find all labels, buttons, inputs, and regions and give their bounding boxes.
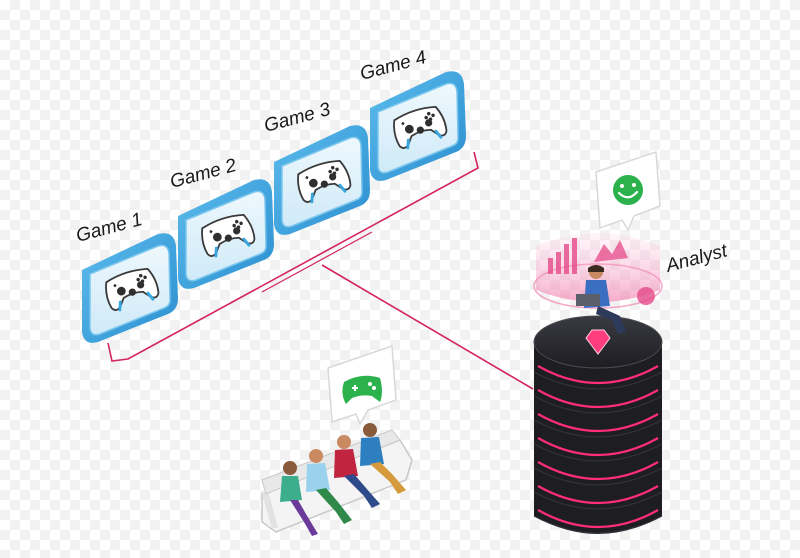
connector-lines xyxy=(107,151,534,390)
player xyxy=(360,423,406,494)
analyst-person xyxy=(576,265,626,334)
player xyxy=(280,461,318,536)
analyst-bubble xyxy=(595,150,661,232)
ruby-gem-icon xyxy=(585,329,611,355)
game-tiles xyxy=(82,71,466,343)
server-glow-line xyxy=(537,437,659,457)
server-glow-line xyxy=(537,365,659,385)
game-tile xyxy=(274,125,370,235)
players-bubble xyxy=(327,344,397,426)
games-bracket-line xyxy=(107,151,479,362)
hologram-line-chart xyxy=(594,240,628,262)
game-label: Game 4 xyxy=(358,47,429,85)
server-glow-line xyxy=(537,485,659,505)
server-stack xyxy=(533,315,663,534)
smiley-icon xyxy=(613,175,643,205)
bracket-highlight-line xyxy=(261,231,373,293)
analyst-label: Analyst xyxy=(663,240,730,277)
server-glow-line xyxy=(537,461,659,481)
analyst-hologram xyxy=(533,150,663,334)
game-label: Game 3 xyxy=(262,99,333,137)
game-tile xyxy=(370,71,466,181)
server-glow-line xyxy=(537,389,659,409)
server-glow-line xyxy=(537,509,659,529)
game-label: Game 1 xyxy=(74,209,145,247)
game-tile xyxy=(82,233,178,343)
hologram-bar-chart xyxy=(548,238,577,274)
player xyxy=(334,435,380,508)
player xyxy=(306,449,352,524)
gamepad-icon xyxy=(342,375,382,404)
game-tile xyxy=(178,179,274,289)
players-group xyxy=(261,344,413,536)
hologram-pie-chart xyxy=(637,287,655,305)
game-label: Game 2 xyxy=(168,155,239,193)
server-glow-line xyxy=(537,413,659,433)
games-to-server-line xyxy=(321,264,534,390)
